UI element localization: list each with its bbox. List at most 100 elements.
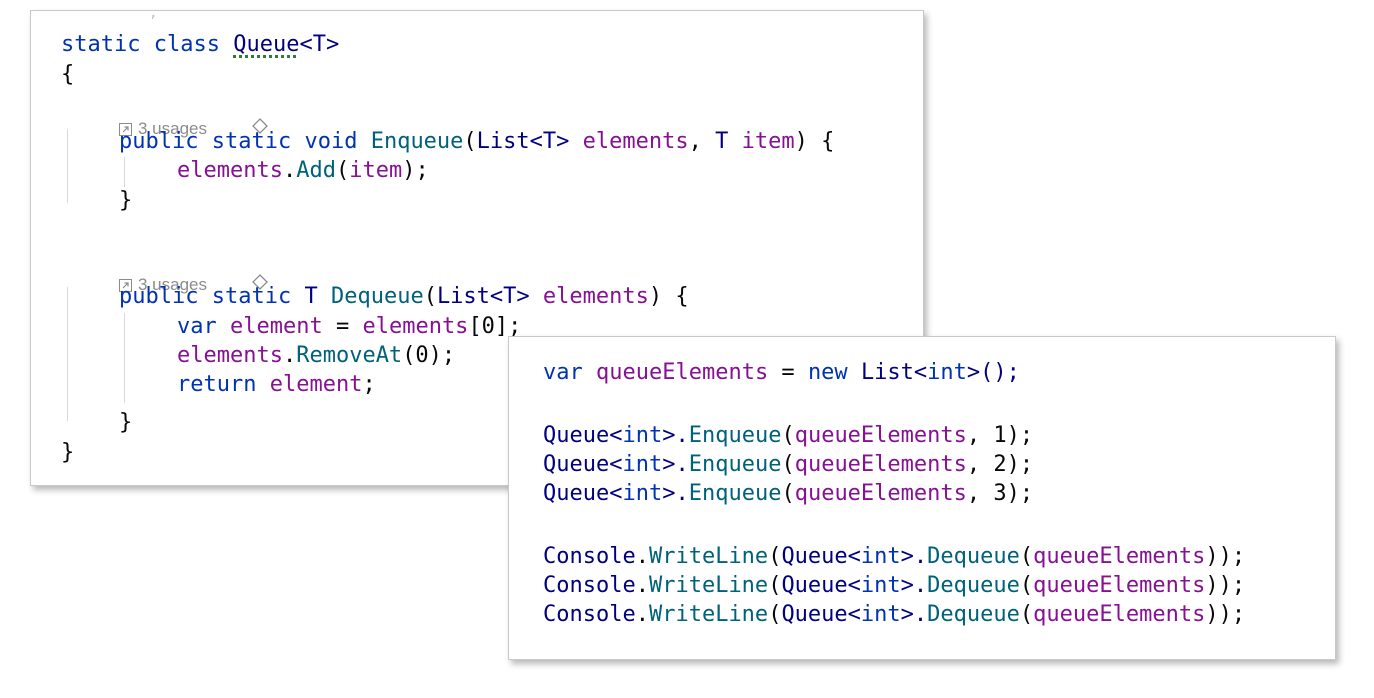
usages-label: 3 usages	[138, 275, 207, 294]
code-line-dequeue-end: }	[119, 409, 132, 437]
local-element: element	[269, 372, 363, 397]
brace: }	[119, 410, 133, 435]
statement-end: ));	[1205, 602, 1246, 627]
type-queue: Queue<	[781, 544, 861, 569]
code-line-writeline-call: Console.WriteLine(Queue<int>.Dequeue(que…	[543, 572, 1245, 600]
dot: .	[282, 158, 297, 183]
code-line-dequeue-removeat: elements.RemoveAt(0);	[177, 342, 455, 370]
type-queue: Queue<	[781, 573, 861, 598]
code-line-dequeue-return: return element;	[177, 371, 376, 399]
method-call-add: Add	[296, 158, 336, 183]
type-console: Console	[543, 544, 636, 569]
generic-close: >.	[662, 452, 689, 477]
keyword-int: int	[622, 452, 663, 477]
code-line-enqueue-body: elements.Add(item);	[177, 157, 429, 185]
type-queue: Queue<	[543, 452, 623, 477]
generic-close: >.	[900, 573, 928, 598]
diamond-icon[interactable]	[223, 251, 269, 319]
type-list: List<T>	[436, 284, 530, 309]
identifier-elements: elements	[177, 343, 283, 368]
code-line-enqueue-call: Queue<int>.Enqueue(queueElements, 1);	[543, 422, 1033, 450]
type-t: T	[304, 284, 318, 309]
statement-end: ));	[1205, 573, 1246, 598]
statement-end: );	[402, 158, 429, 183]
paren: (	[335, 158, 350, 183]
code-editor-panel-class[interactable]: ‚ static class Queue<T> { 3 usages publi…	[30, 5, 924, 486]
arguments-end: , 1);	[966, 423, 1034, 448]
method-call-writeline: WriteLine	[648, 544, 769, 569]
keyword-int: int	[622, 481, 663, 506]
comma: ,	[688, 129, 702, 154]
identifier-queueelements: queueElements	[794, 423, 967, 448]
identifier-elements: elements	[177, 158, 283, 183]
method-call-dequeue: Dequeue	[927, 544, 1020, 569]
method-call-writeline: WriteLine	[648, 573, 769, 598]
local-element: element	[230, 314, 323, 339]
keyword-int: int	[860, 544, 901, 569]
code-line-enqueue-call: Queue<int>.Enqueue(queueElements, 3);	[543, 480, 1033, 508]
inlay-hint-usages-dequeue[interactable]: 3 usages	[119, 251, 269, 319]
generic-close: >.	[662, 423, 689, 448]
brace: }	[61, 440, 75, 465]
identifier-queueelements: queueElements	[1033, 602, 1206, 627]
diamond-icon[interactable]	[223, 95, 269, 163]
paren: (	[781, 423, 795, 448]
clipped-previous-line-mark: ‚	[149, 5, 158, 21]
generic-close: >.	[900, 544, 928, 569]
method-call-dequeue: Dequeue	[927, 573, 1020, 598]
method-name-dequeue[interactable]: Dequeue	[330, 284, 424, 309]
brace: {	[61, 62, 75, 87]
code-line-enqueue-call: Queue<int>.Enqueue(queueElements, 2);	[543, 451, 1033, 479]
indent-guide	[124, 157, 125, 187]
statement-end: >();	[966, 360, 1020, 385]
code-line-open-brace: {	[61, 61, 74, 89]
paren: (	[463, 129, 477, 154]
dot: .	[635, 573, 649, 598]
keyword-int: int	[927, 360, 967, 385]
identifier-elements: elements	[362, 314, 469, 339]
keyword-int: int	[860, 573, 901, 598]
close-paren-brace: ) {	[648, 284, 689, 309]
paren: (	[781, 481, 795, 506]
code-line-declare-list: var queueElements = new List<int>();	[543, 359, 1020, 387]
identifier-queueelements: queueElements	[794, 481, 967, 506]
paren: (	[1019, 573, 1034, 598]
inlay-hint-usages-enqueue[interactable]: 3 usages	[119, 95, 269, 163]
code-line-enqueue-end: }	[119, 187, 132, 215]
arguments: (0);	[402, 343, 456, 368]
arguments-end: , 3);	[966, 481, 1034, 506]
code-editor-panel-usage[interactable]: var queueElements = new List<int>(); Que…	[508, 336, 1336, 660]
code-line-dequeue-signature: public static T Dequeue(List<T> elements…	[119, 283, 689, 311]
usages-label: 3 usages	[138, 119, 207, 138]
class-name-queue[interactable]: Queue	[233, 32, 300, 57]
method-call-removeat: RemoveAt	[296, 343, 403, 368]
type-list: List<T>	[476, 129, 570, 154]
keyword-return: return	[177, 372, 257, 397]
code-line-class-end: }	[61, 439, 74, 467]
assign: =	[322, 314, 363, 339]
dot: .	[282, 343, 297, 368]
keyword-var: var	[177, 314, 217, 339]
paren: (	[768, 602, 782, 627]
keyword-int: int	[622, 423, 663, 448]
type-queue: Queue<	[543, 423, 623, 448]
indexer: [0];	[468, 314, 522, 339]
keyword-static: static	[211, 284, 292, 309]
generic-close: >.	[662, 481, 689, 506]
paren: (	[1019, 544, 1034, 569]
parameter-elements: elements	[582, 129, 689, 154]
paren: (	[768, 573, 782, 598]
code-line-dequeue-var: var element = elements[0];	[177, 313, 521, 341]
method-call-writeline: WriteLine	[648, 602, 769, 627]
parameter-item: item	[741, 129, 795, 154]
keyword-void: void	[304, 129, 358, 154]
keyword-public: public	[119, 129, 199, 154]
identifier-queueelements: queueElements	[794, 452, 967, 477]
keyword-var: var	[543, 360, 583, 385]
type-queue: Queue<	[781, 602, 861, 627]
method-name-enqueue[interactable]: Enqueue	[370, 129, 464, 154]
indent-guide	[124, 313, 125, 403]
keyword-public: public	[119, 284, 199, 309]
keyword-static: static	[211, 129, 292, 154]
paren: (	[1019, 602, 1034, 627]
